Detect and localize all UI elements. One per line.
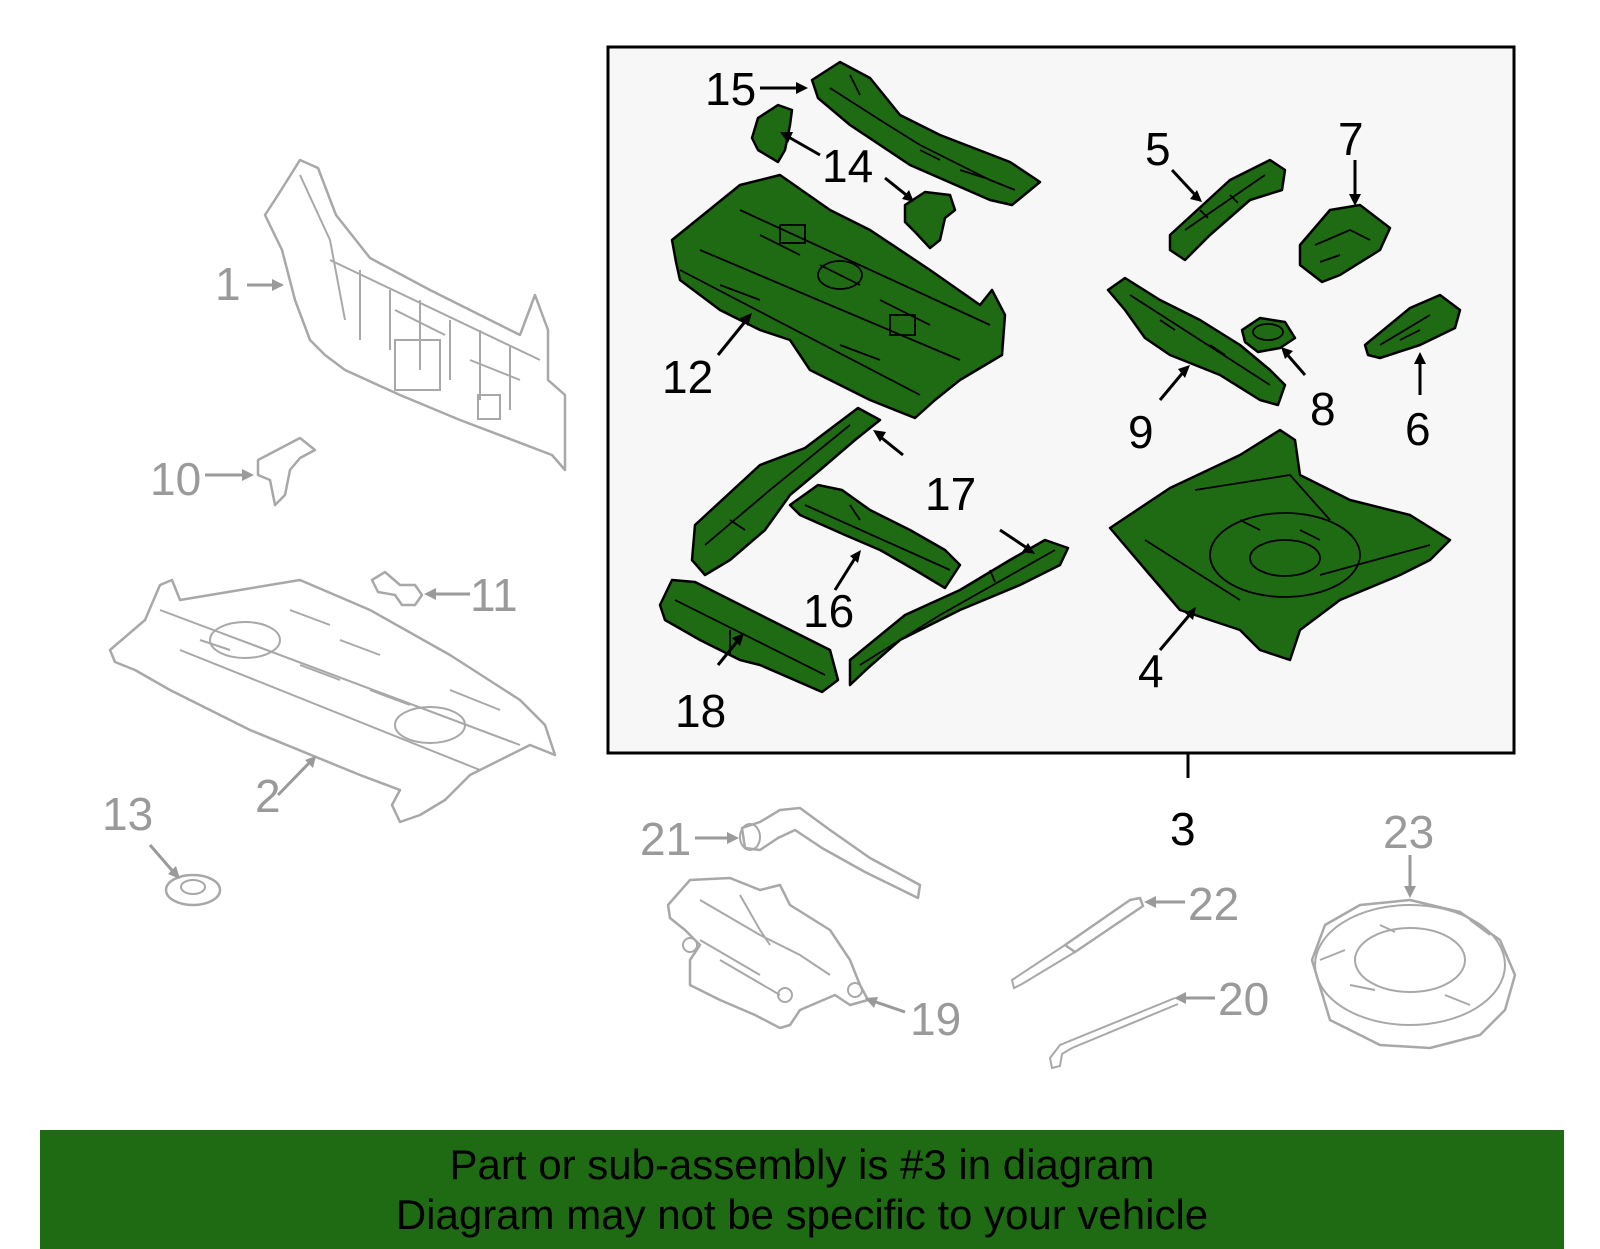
- part-14-bracket-left[interactable]: [750, 103, 794, 164]
- callout-15[interactable]: 15: [705, 63, 756, 115]
- callout-4[interactable]: 4: [1138, 645, 1164, 697]
- callout-6[interactable]: 6: [1405, 403, 1431, 455]
- callout-23[interactable]: 23: [1383, 806, 1434, 858]
- callout-5[interactable]: 5: [1145, 123, 1171, 175]
- part-9-member[interactable]: [1106, 276, 1287, 407]
- callout-20[interactable]: 20: [1218, 973, 1269, 1025]
- part-11-bolt[interactable]: [370, 570, 424, 607]
- part-23-tire-tray[interactable]: [1310, 898, 1517, 1050]
- part-1-back-panel[interactable]: [263, 158, 567, 472]
- part-13-plug[interactable]: [164, 873, 222, 907]
- callout-19[interactable]: 19: [910, 993, 961, 1045]
- callout-12[interactable]: 12: [662, 351, 713, 403]
- callout-3[interactable]: 3: [1170, 803, 1196, 855]
- part-21-wrench[interactable]: [739, 806, 922, 900]
- callout-17[interactable]: 17: [925, 468, 976, 520]
- part-7-bracket[interactable]: [1298, 203, 1392, 284]
- part-16-crossmember[interactable]: [788, 483, 962, 590]
- part-22-screwdriver[interactable]: [1010, 896, 1145, 990]
- callout-13[interactable]: 13: [102, 788, 153, 840]
- banner-line-2: Diagram may not be specific to your vehi…: [395, 1190, 1209, 1238]
- part-8-cap[interactable]: [1240, 316, 1297, 354]
- part-10-bracket[interactable]: [256, 436, 317, 507]
- part-18-panel[interactable]: [658, 578, 840, 694]
- callout-18[interactable]: 18: [675, 685, 726, 737]
- part-15-rail[interactable]: [810, 60, 1042, 207]
- callout-8[interactable]: 8: [1310, 383, 1336, 435]
- callout-22[interactable]: 22: [1188, 878, 1239, 930]
- part-2-package-tray[interactable]: [108, 578, 557, 824]
- callout-7[interactable]: 7: [1338, 113, 1364, 165]
- part-17-rail-lower[interactable]: [848, 538, 1070, 687]
- callout-16[interactable]: 16: [803, 585, 854, 637]
- part-19-jack[interactable]: [666, 876, 870, 1030]
- part-17-rail-upper[interactable]: [690, 406, 882, 577]
- part-14-bracket-right[interactable]: [903, 190, 957, 250]
- callout-14[interactable]: 14: [822, 140, 873, 192]
- part-20-hook[interactable]: [1048, 997, 1179, 1070]
- callout-21[interactable]: 21: [640, 813, 691, 865]
- part-12-floor-panel[interactable]: [670, 173, 1007, 420]
- callout-10[interactable]: 10: [150, 453, 201, 505]
- info-banner: Part or sub-assembly is #3 in diagram Di…: [40, 1130, 1564, 1249]
- callout-1[interactable]: 1: [215, 258, 241, 310]
- part-5-member[interactable]: [1168, 158, 1287, 262]
- banner-line-1: Part or sub-assembly is #3 in diagram: [449, 1140, 1155, 1188]
- part-6-bracket[interactable]: [1363, 293, 1462, 360]
- part-4-tire-well[interactable]: [1108, 428, 1452, 662]
- callout-11[interactable]: 11: [470, 569, 518, 621]
- callout-2[interactable]: 2: [255, 770, 281, 822]
- callout-9[interactable]: 9: [1128, 406, 1154, 458]
